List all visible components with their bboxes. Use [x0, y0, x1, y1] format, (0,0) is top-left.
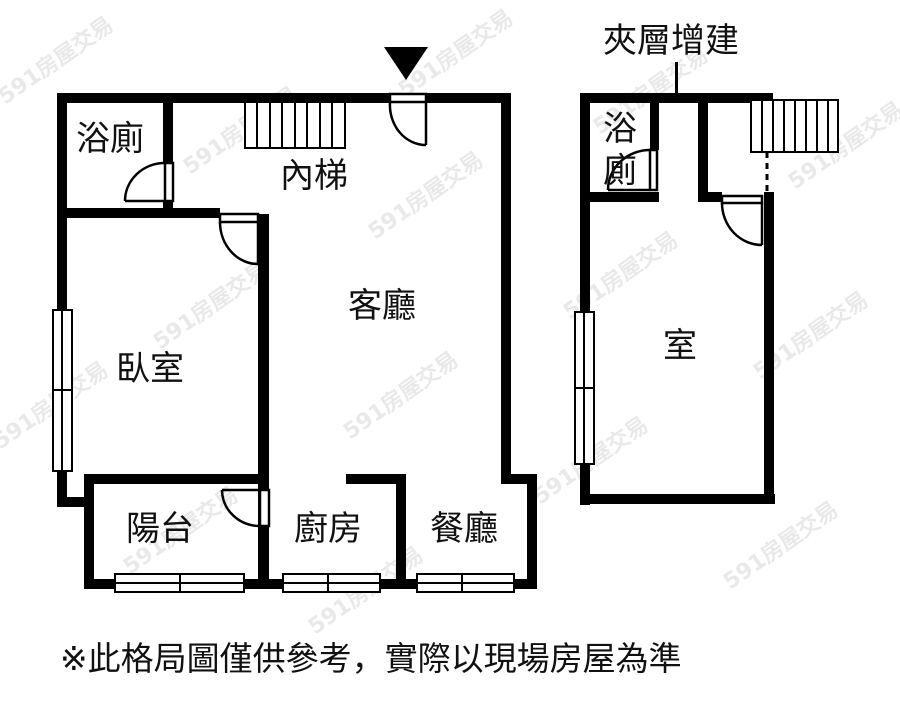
room-label-balcony: 陽台: [126, 509, 194, 549]
mezzanine-label-bath-2: 廁: [603, 151, 637, 191]
mezzanine-title: 夾層增建: [603, 21, 739, 61]
room-label-stairs: 內梯: [280, 156, 348, 196]
mezzanine-stairs-icon: [750, 99, 839, 153]
room-label-bedroom: 臥室: [116, 349, 184, 389]
svg-text:591房屋交易: 591房屋交易: [719, 497, 844, 595]
mezzanine-floor: [580, 93, 775, 505]
window-icons: [52, 309, 515, 593]
stairs-icon: [244, 101, 346, 149]
room-label-dining-room: 餐廳: [430, 509, 498, 549]
svg-text:591房屋交易: 591房屋交易: [339, 347, 464, 445]
mezzanine-door-icons: [606, 148, 764, 247]
mezzanine-label-room: 室: [663, 326, 697, 366]
room-label-kitchen: 廚房: [294, 509, 362, 549]
room-label-living-room: 客廳: [348, 286, 416, 326]
svg-text:591房屋交易: 591房屋交易: [364, 147, 489, 245]
door-icons: [123, 92, 428, 528]
entrance-arrow-icon: [384, 47, 428, 80]
disclaimer-note: ※此格局圖僅供參考，實際以現場房屋為準: [60, 639, 682, 678]
mezzanine-label-bath-1: 浴: [603, 109, 637, 149]
svg-text:591房屋交易: 591房屋交易: [559, 227, 684, 325]
mezzanine-window-icon: [574, 311, 595, 465]
svg-text:591房屋交易: 591房屋交易: [149, 257, 274, 355]
title-leader-line: [675, 62, 678, 94]
room-label-bathroom: 浴廁: [76, 119, 144, 159]
